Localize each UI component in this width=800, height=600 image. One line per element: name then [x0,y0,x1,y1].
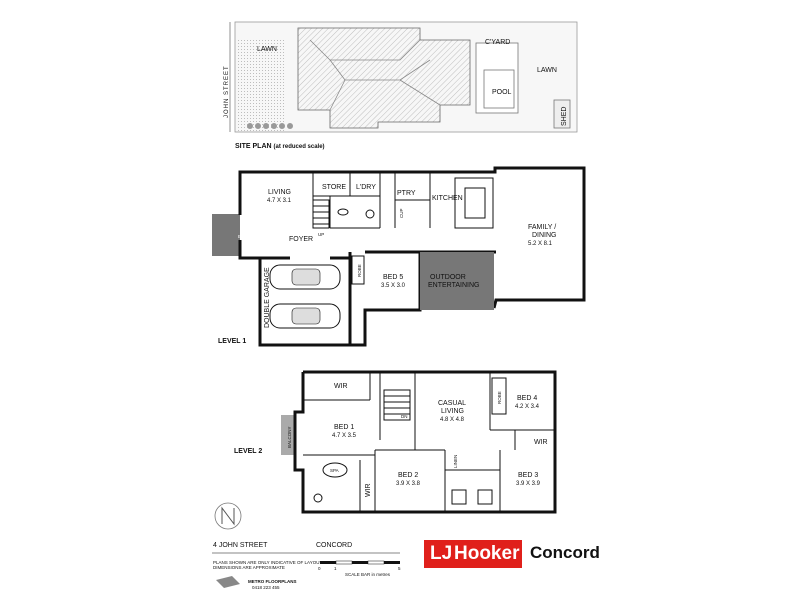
bed1-label: BED 1 [334,424,354,431]
scale-mark-5: 5 [398,566,401,571]
stairs-down-label: DN [401,414,408,419]
street-name: JOHN STREET [224,65,230,118]
level-1-plan: LIVING 4.7 X 3.1 STORE L'DRY PTRY KITCHE… [212,166,586,347]
level-2-plan: WIR CASUAL LIVING 4.8 X 4.8 BED 4 4.2 X … [234,370,557,514]
balcony [281,415,295,455]
site-plan: LAWN C'YARD LAWN POOL SHED JOHN STREET S… [224,21,578,150]
outdoor-label: OUTDOOR [430,274,466,281]
lj-hooker-logo: LJ Hooker [424,540,522,568]
hedge-row [247,123,293,129]
logo-hooker-text: Hooker [454,543,520,564]
house-roof [297,27,471,129]
bed5-robe-label: ROBE [357,264,362,277]
site-lawn-left-label: LAWN [257,46,277,53]
casual-label: CASUAL [438,400,466,407]
scale-mark-0: 0 [318,566,321,571]
bed4-label: BED 4 [517,395,537,402]
car-top [269,264,341,290]
laundry-label: L'DRY [356,184,376,191]
site-plan-title: SITE PLAN (at reduced scale) [235,143,325,150]
stairs-level1 [312,199,330,229]
metro-floorplans-logo [216,576,240,588]
bed1-dimensions: 4.7 X 3.5 [332,433,357,439]
bed4-robe-label: ROBE [497,391,502,404]
logo-lj-text: LJ [430,543,453,564]
bed3-label: BED 3 [518,472,538,479]
cupboard-label: CUP [399,208,404,218]
foyer-label: FOYER [289,236,313,243]
entry-label: ENTRY [238,234,253,239]
store-label: STORE [322,184,346,191]
family-dimensions: 5.2 X 8.1 [528,241,553,247]
disclaimer-line-2: DIMENSIONS ARE APPROXIMATE [213,565,285,570]
kitchen-label: KITCHEN [432,195,463,202]
scale-bar [320,560,400,565]
address: 4 JOHN STREET [213,542,268,549]
spa-bath [322,462,348,478]
family-label: FAMILY / [528,224,556,231]
site-lawn-right-label: LAWN [537,67,557,74]
dining-label: DINING [532,232,557,239]
site-courtyard-label: C'YARD [485,39,510,46]
pantry-label: PTRY [397,190,416,197]
company-name: METRO FLOORPLANS [248,579,297,584]
level-2-title: LEVEL 2 [234,448,262,455]
kitchen-bench [454,177,494,229]
office-name: Concord [530,543,600,562]
bed2-label: BED 2 [398,472,418,479]
bed4-dimensions: 4.2 X 3.4 [515,404,540,410]
entry-porch [212,214,240,256]
wir-right-label: WIR [534,439,548,446]
casual-living-label: LIVING [441,408,464,415]
bed5-label: BED 5 [383,274,403,281]
bed3-dimensions: 3.9 X 3.9 [516,481,541,487]
living-dimensions: 4.7 X 3.1 [267,198,292,204]
disclaimer-line-1: PLANS SHOWN ARE ONLY INDICATIVE OF LAYOU… [213,560,323,565]
site-shed-label: SHED [561,107,568,126]
company-phone: 0418 223 455 [252,585,280,590]
scale-mark-1: 1 [334,566,337,571]
wir-left-label: WIR [365,483,372,497]
level-1-title: LEVEL 1 [218,338,246,345]
north-arrow [214,502,242,530]
bed5-dimensions: 3.5 X 3.0 [381,283,406,289]
car-bottom [269,303,341,329]
stairs-level2 [383,389,411,421]
casual-dimensions: 4.8 X 4.8 [440,417,465,423]
entertaining-label: ENTERTAINING [428,282,479,289]
wir-top-label: WIR [334,383,348,390]
suburb: CONCORD [316,542,352,549]
spa-label: SPA [330,468,339,473]
kitchen-island [464,187,486,219]
bed2-dimensions: 3.9 X 3.8 [396,481,421,487]
linen-label: LINEN [453,455,458,468]
scale-caption: SCALE BAR in metres [345,572,391,577]
living-label: LIVING [268,189,291,196]
outdoor-entertaining-area [420,252,494,310]
stairs-up-label: UP [318,232,324,237]
balcony-label: BALCONY [287,426,292,448]
site-pool-label: POOL [492,89,512,96]
garage-label: DOUBLE GARAGE [264,267,271,328]
